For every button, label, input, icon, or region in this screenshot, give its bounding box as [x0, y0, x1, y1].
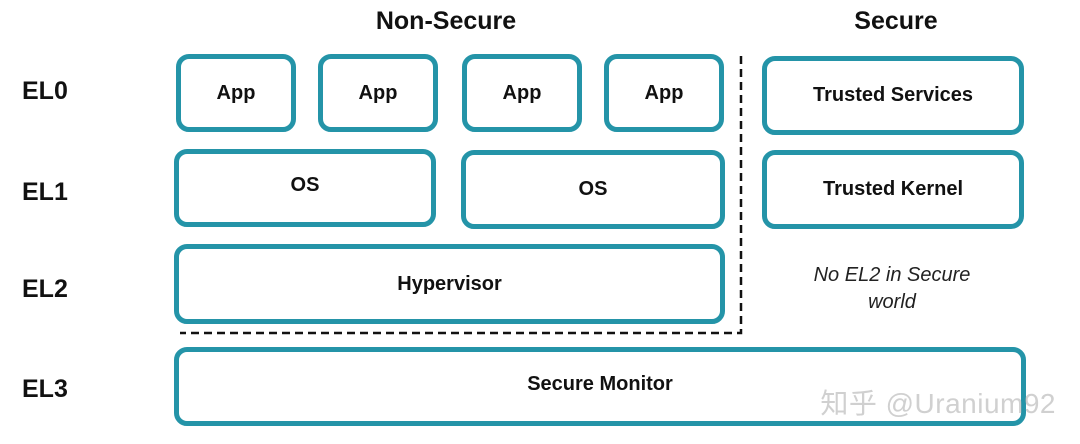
app-label: App	[216, 81, 256, 104]
el2-label: EL2	[22, 275, 68, 303]
note-line-1: No EL2 in Secure	[813, 264, 971, 286]
app-label: App	[502, 81, 542, 104]
non-secure-title: Non-Secure	[375, 7, 517, 35]
app-box: App	[604, 54, 724, 132]
os-label: OS	[290, 173, 320, 196]
note-line-2: world	[868, 291, 916, 313]
trusted-services-label: Trusted Services	[812, 84, 974, 106]
app-box: App	[462, 54, 582, 132]
hypervisor-box: Hypervisor	[174, 244, 725, 324]
hypervisor-label: Hypervisor	[397, 272, 502, 295]
no-el2-secure-note: No EL2 in Secure world	[780, 262, 1004, 316]
secure-monitor-label: Secure Monitor	[527, 373, 673, 395]
app-label: App	[358, 81, 398, 104]
os-box: OS	[174, 149, 436, 227]
app-label: App	[644, 81, 684, 104]
os-label: OS	[578, 178, 608, 200]
watermark: 知乎 @Uranium92	[820, 388, 1056, 419]
os-box: OS	[461, 150, 725, 229]
trusted-kernel-label: Trusted Kernel	[822, 178, 964, 200]
app-box: App	[318, 54, 438, 132]
trusted-services-box: Trusted Services	[762, 56, 1024, 135]
app-box: App	[176, 54, 296, 132]
secure-title: Secure	[854, 7, 938, 35]
el3-label: EL3	[22, 375, 68, 403]
trusted-kernel-box: Trusted Kernel	[762, 150, 1024, 229]
secure-monitor-box: Secure Monitor	[174, 347, 1026, 426]
el1-label: EL1	[22, 178, 68, 206]
el0-label: EL0	[22, 77, 68, 105]
